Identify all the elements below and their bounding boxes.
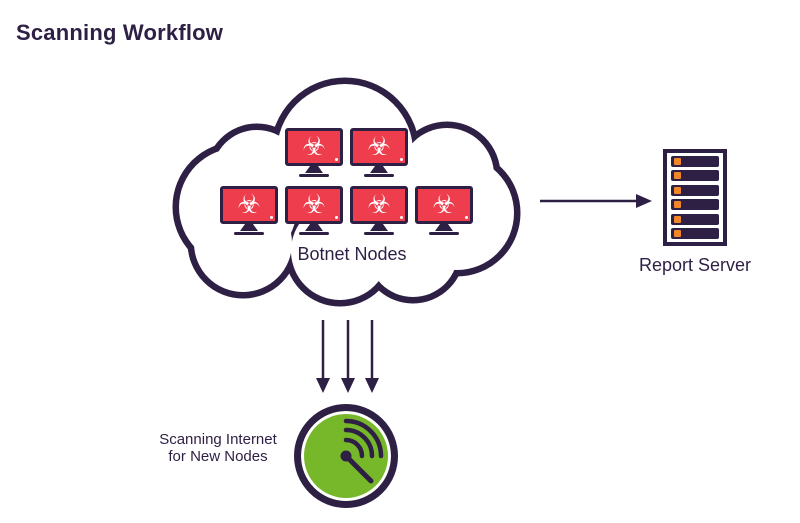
- monitor-screen: ☣: [350, 128, 408, 166]
- monitor-base: [429, 232, 459, 235]
- monitor-screen: ☣: [220, 186, 278, 224]
- scanner-icon: [294, 404, 398, 508]
- monitor-screen: ☣: [285, 186, 343, 224]
- scanner-label-line1: Scanning Internet: [159, 431, 277, 448]
- scanner-label: Scanning Internet for New Nodes: [120, 431, 316, 465]
- monitor-stand: [305, 166, 323, 173]
- power-led-icon: [270, 216, 273, 219]
- monitor-stand: [305, 224, 323, 231]
- scanner-label-line2: for New Nodes: [168, 448, 268, 465]
- botnet-node-monitor: ☣: [350, 128, 408, 177]
- server-led-icon: [674, 172, 681, 180]
- server-led-icon: [674, 158, 681, 165]
- arrow-cloud-to-server: [540, 194, 652, 208]
- power-led-icon: [335, 158, 338, 161]
- power-led-icon: [335, 216, 338, 219]
- antenna-icon: [340, 418, 384, 484]
- biohazard-icon: ☣: [432, 190, 456, 220]
- biohazard-icon: ☣: [367, 190, 391, 220]
- botnet-nodes-label: Botnet Nodes: [297, 244, 407, 264]
- monitor-base: [364, 232, 394, 235]
- server-led-icon: [674, 201, 681, 209]
- monitor-screen: ☣: [285, 128, 343, 166]
- power-led-icon: [465, 216, 468, 219]
- server-slot: [671, 156, 719, 167]
- botnet-node-monitor: ☣: [415, 186, 473, 235]
- monitor-stand: [370, 224, 388, 231]
- server-slot: [671, 170, 719, 182]
- server-led-icon: [674, 215, 681, 223]
- biohazard-icon: ☣: [302, 132, 326, 162]
- report-server-label: Report Server: [638, 255, 752, 275]
- biohazard-icon: ☣: [237, 190, 261, 220]
- report-server-icon: [663, 149, 727, 246]
- monitor-base: [299, 174, 329, 177]
- server-led-icon: [674, 229, 681, 237]
- monitor-base: [364, 174, 394, 177]
- server-slot: [671, 184, 719, 196]
- server-led-icon: [674, 186, 681, 194]
- power-led-icon: [400, 216, 403, 219]
- botnet-node-monitor: ☣: [220, 186, 278, 235]
- botnet-node-monitor: ☣: [285, 186, 343, 235]
- botnet-node-monitor: ☣: [285, 128, 343, 177]
- arrow-cloud-to-scanner: [365, 320, 379, 393]
- biohazard-icon: ☣: [302, 190, 326, 220]
- monitor-stand: [370, 166, 388, 173]
- botnet-node-monitor: ☣: [350, 186, 408, 235]
- monitor-stand: [435, 224, 453, 231]
- server-slot: [671, 213, 719, 225]
- page-title: Scanning Workflow: [16, 20, 224, 45]
- monitor-stand: [240, 224, 258, 231]
- arrow-cloud-to-scanner: [316, 320, 330, 393]
- monitor-screen: ☣: [350, 186, 408, 224]
- biohazard-icon: ☣: [367, 132, 391, 162]
- power-led-icon: [400, 158, 403, 161]
- monitor-base: [234, 232, 264, 235]
- monitor-base: [299, 232, 329, 235]
- monitor-screen: ☣: [415, 186, 473, 224]
- arrow-cloud-to-scanner: [341, 320, 355, 393]
- server-slot: [671, 227, 719, 239]
- server-slot: [671, 199, 719, 211]
